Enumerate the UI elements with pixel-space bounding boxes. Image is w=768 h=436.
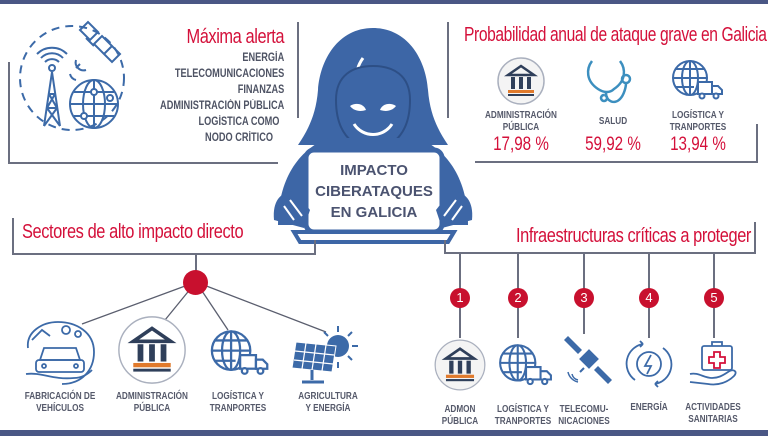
sector-label: TRANPORTES xyxy=(209,403,267,414)
max-alert-title: Máxima alerta xyxy=(186,26,284,48)
infrastructure-item: ACTIVIDADES SANITARIAS xyxy=(672,402,754,426)
globe-truck-icon xyxy=(670,58,724,104)
infrastructure-item: TELECOMU- NICACIONES xyxy=(548,404,620,428)
hero-title: IMPACTO CIBERATAQUES EN GALICIA xyxy=(306,160,442,223)
probability-label: PÚBLICA xyxy=(502,122,540,133)
probability-item: LOGÍSTICA Y TRANPORTES 13,94 % xyxy=(650,110,746,156)
number-badge: 4 xyxy=(639,288,659,308)
number-badge: 5 xyxy=(704,288,724,308)
infrastructure-label: ACTIVIDADES xyxy=(685,402,741,413)
infrastructure-label: SANITARIAS xyxy=(688,414,738,425)
hero-title-line: IMPACTO xyxy=(340,162,408,179)
sector-item: LOGÍSTICA Y TRANPORTES xyxy=(190,391,286,415)
sector-label: FABRICACIÓN DE xyxy=(24,391,96,402)
bracket-line xyxy=(314,240,316,255)
probability-label: TRANPORTES xyxy=(669,122,727,133)
probability-value: 17,98 % xyxy=(493,134,549,155)
number-badge: 2 xyxy=(508,288,528,308)
bottom-frame-bar xyxy=(0,430,768,436)
hacker-illustration xyxy=(268,20,478,245)
divider-line xyxy=(447,22,449,118)
number-badge: 1 xyxy=(450,288,470,308)
probability-label: SALUD xyxy=(598,116,628,127)
probability-value: 59,92 % xyxy=(585,134,641,155)
connector-line xyxy=(195,255,197,275)
sector-label: LOGÍSTICA Y xyxy=(212,391,264,402)
divider-line xyxy=(297,22,299,118)
bracket-line xyxy=(12,253,316,255)
hero-title-line: CIBERATAQUES xyxy=(315,183,433,200)
infrastructure-item: ENERGÍA xyxy=(616,402,682,414)
infrastructure-label: TELECOMU- xyxy=(559,404,609,415)
energy-cycle-icon xyxy=(625,338,673,390)
probability-item: SALUD 59,92 % xyxy=(568,110,658,156)
max-alert-item: ADMINISTRACIÓN PÚBLICA xyxy=(159,100,284,112)
sector-connectors xyxy=(81,281,327,333)
probability-item: ADMINISTRACIÓN PÚBLICA 17,98 % xyxy=(462,110,580,156)
solar-panel-icon xyxy=(291,324,360,386)
first-aid-hand-icon xyxy=(688,338,742,390)
sector-item: ADMINISTRACIÓN PÚBLICA xyxy=(100,391,204,415)
government-building-icon xyxy=(433,338,487,392)
max-alert-item: TELECOMUNICACIONES xyxy=(174,68,284,80)
sector-label: Y ENERGÍA xyxy=(305,403,351,414)
sectors-title: Sectores de alto impacto directo xyxy=(22,221,244,243)
hero-title-line: EN GALICIA xyxy=(330,204,418,221)
car-manufacturing-icon xyxy=(22,318,98,388)
government-building-icon xyxy=(496,56,546,106)
globe-truck-icon xyxy=(497,342,553,390)
infrastructure-label: TRANPORTES xyxy=(494,416,552,427)
bracket-line xyxy=(444,240,446,254)
sector-label: VEHÍCULOS xyxy=(36,403,84,414)
max-alert-item: NODO CRÍTICO xyxy=(204,132,273,144)
bracket-line xyxy=(754,222,756,254)
infrastructure-label: ADMON xyxy=(444,404,476,415)
infrastructure-title: Infraestructuras críticas a proteger xyxy=(516,225,751,247)
infrastructure-item: LOGÍSTICA Y TRANPORTES xyxy=(478,404,568,428)
bracket-line xyxy=(475,161,758,163)
sector-item: FABRICACIÓN DE VEHÍCULOS xyxy=(8,391,112,415)
sector-label: ADMINISTRACIÓN xyxy=(116,391,188,402)
max-alert-item: LOGÍSTICA COMO xyxy=(198,116,280,128)
probability-value: 13,94 % xyxy=(670,134,726,155)
infrastructure-label: ENERGÍA xyxy=(630,402,668,413)
probability-label: LOGÍSTICA Y xyxy=(672,110,724,121)
hub-dot xyxy=(183,270,208,295)
bracket-line xyxy=(8,162,278,164)
government-building-icon xyxy=(116,314,188,386)
sector-item: AGRICULTURA Y ENERGÍA xyxy=(280,391,376,415)
max-alert-list: ENERGÍA TELECOMUNICACIONES FINANZAS ADMI… xyxy=(129,50,284,146)
telecom-network-icon xyxy=(14,18,130,136)
sector-label: AGRICULTURA xyxy=(298,391,358,402)
globe-truck-icon xyxy=(208,328,270,380)
top-frame-bar xyxy=(0,0,768,4)
infrastructure-item: ADMON PÚBLICA xyxy=(424,404,496,428)
max-alert-item: FINANZAS xyxy=(237,84,284,96)
bracket-line xyxy=(8,62,10,164)
infrastructure-label: LOGÍSTICA Y xyxy=(497,404,549,415)
sector-label: PÚBLICA xyxy=(133,403,171,414)
stethoscope-icon xyxy=(584,57,634,109)
probability-label: ADMINISTRACIÓN xyxy=(485,110,557,121)
max-alert-item: ENERGÍA xyxy=(242,52,284,64)
infrastructure-label: NICACIONES xyxy=(558,416,610,427)
infrastructure-label: PÚBLICA xyxy=(441,416,479,427)
probability-title: Probabilidad anual de ataque grave en Ga… xyxy=(464,24,767,46)
bracket-line xyxy=(756,124,758,163)
bracket-line xyxy=(444,252,756,254)
bracket-line xyxy=(12,218,14,254)
satellite-icon xyxy=(562,332,618,388)
number-badge: 3 xyxy=(574,288,594,308)
